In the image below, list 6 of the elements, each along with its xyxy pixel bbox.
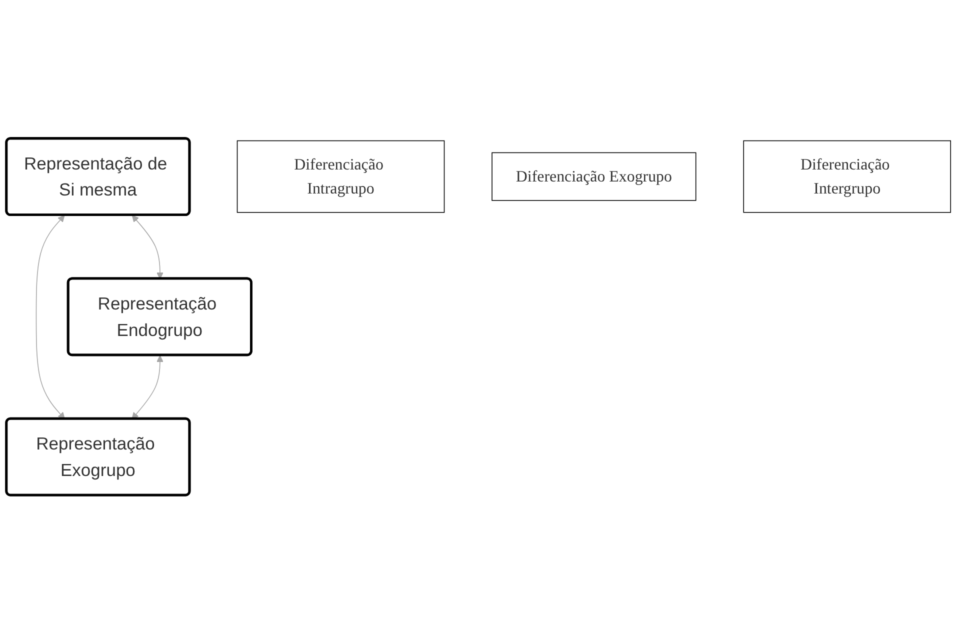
arrow	[36, 214, 65, 420]
arrow	[132, 355, 164, 420]
node-box: Diferenciação Exogrupo	[492, 152, 696, 201]
node-box: Diferenciação Intergrupo	[743, 140, 952, 213]
node-box: Diferenciação Intragrupo	[236, 140, 445, 213]
arrow	[132, 214, 164, 279]
